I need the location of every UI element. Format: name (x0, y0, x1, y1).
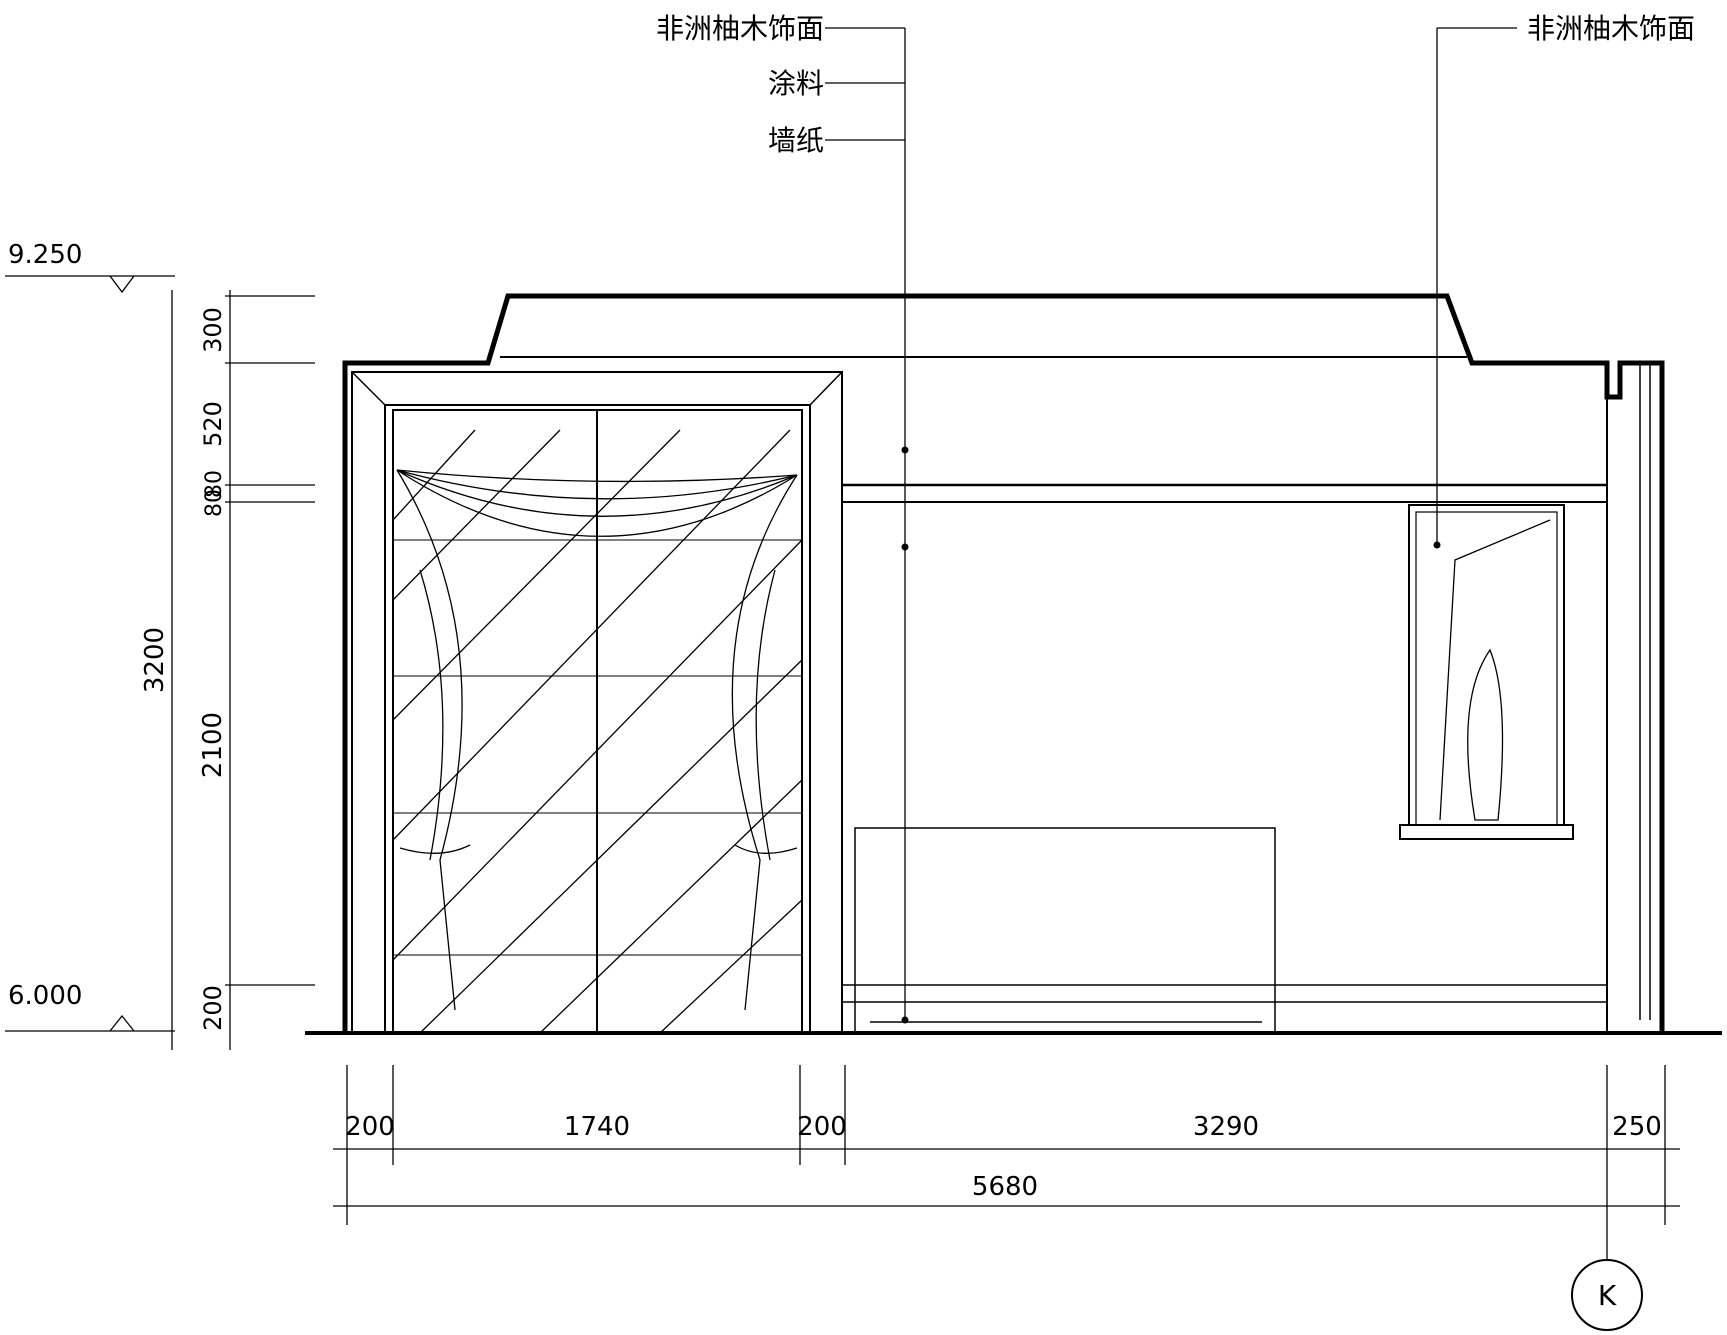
axis-tag-circle (1571, 1259, 1643, 1331)
dim-v-3200: 3200 (140, 627, 170, 693)
dim-v-2100: 2100 (198, 712, 228, 778)
axis-tag: K (1598, 1279, 1617, 1312)
vertical-dimension-lines (5, 275, 315, 1050)
dim-h-200-a: 200 (345, 1112, 395, 1142)
bed-headboard (854, 827, 1276, 1034)
dim-v-80-a: 80 (202, 470, 227, 498)
label-wallpaper: 墙纸 (768, 124, 824, 157)
label-paint: 涂料 (768, 67, 824, 100)
dim-h-3290: 3290 (1193, 1112, 1259, 1142)
dim-h-5680: 5680 (972, 1172, 1038, 1202)
label-veneer-2: 非洲柚木饰面 (1527, 12, 1695, 45)
wall-niche (1408, 504, 1565, 826)
horizontal-dimension-lines (333, 1065, 1680, 1260)
dim-h-1740: 1740 (564, 1112, 630, 1142)
leader-lines (825, 27, 1517, 1020)
glass-hatching (392, 429, 803, 1034)
dim-v-520: 520 (199, 401, 227, 447)
label-veneer-1: 非洲柚木饰面 (656, 12, 824, 45)
dim-v-300: 300 (199, 307, 227, 353)
elevation-top: 9.250 (8, 240, 82, 270)
door-casing (351, 371, 843, 1033)
outer-outline (342, 293, 1665, 1033)
dim-h-250: 250 (1612, 1112, 1662, 1142)
curtain (396, 469, 798, 1011)
dim-h-200-b: 200 (797, 1112, 847, 1142)
elevation-bottom: 6.000 (8, 981, 82, 1011)
dim-v-80-b: 80 (202, 489, 227, 517)
dim-v-200: 200 (199, 985, 227, 1031)
